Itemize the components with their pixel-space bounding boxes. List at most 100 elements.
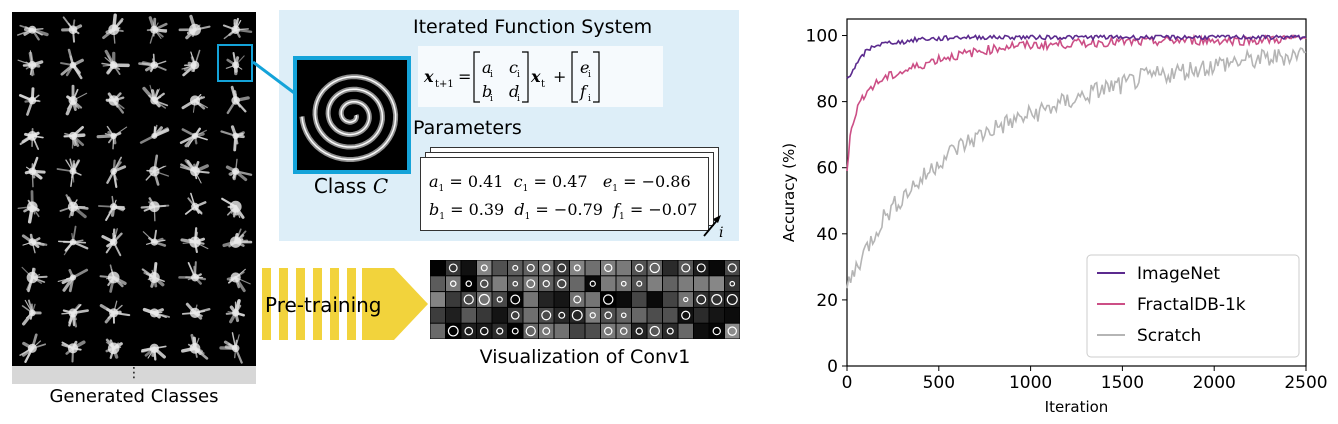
conv1-filter-visualization	[430, 260, 740, 339]
conv1-filter-tile	[617, 324, 632, 339]
conv1-filter-tile	[477, 308, 492, 323]
conv1-filter-tile	[431, 276, 446, 291]
conv1-filter-tile	[601, 324, 616, 339]
conv1-filter-tile	[632, 292, 647, 307]
params-row-2: b1 = 0.39 d1 = −0.79 f1 = −0.07	[429, 200, 697, 222]
fractal-thumbnail	[18, 51, 41, 75]
conv1-filter-tile	[648, 276, 663, 291]
fractal-thumbnail	[67, 86, 86, 113]
y-tick-label: 100	[806, 27, 838, 47]
fractal-thumbnail	[107, 94, 124, 113]
conv1-filter-tile	[539, 276, 554, 291]
conv1-filter-tile	[601, 261, 616, 276]
conv1-filter-tile	[617, 261, 632, 276]
fractal-thumbnail	[101, 265, 125, 291]
params-row-1: a1 = 0.41 c1 = 0.47 e1 = −0.86	[429, 172, 691, 194]
fractal-thumbnail	[142, 198, 169, 220]
conv1-filter-tile	[493, 324, 508, 339]
legend-label: Scratch	[1137, 326, 1201, 346]
fractal-thumbnail	[183, 95, 207, 113]
fractal-thumbnail	[59, 227, 88, 255]
conv1-filter-tile	[725, 261, 740, 276]
conv1-filter-tile	[431, 261, 446, 276]
fractal-thumbnail	[98, 127, 126, 149]
fractal-thumbnail	[181, 161, 209, 183]
fractal-thumbnail	[224, 229, 251, 248]
conv1-filter-tile	[632, 324, 647, 339]
conv1-filter-tile	[555, 276, 570, 291]
conv1-filter-tile	[570, 261, 585, 276]
conv1-filter-tile	[694, 261, 709, 276]
eq-lhs-sub: t+1	[435, 79, 454, 90]
conv1-filter-tile	[555, 308, 570, 323]
x-tick-label: 2500	[1284, 373, 1327, 393]
conv1-filter-tile	[725, 308, 740, 323]
conv1-filter-tile	[617, 292, 632, 307]
fractal-thumbnail	[222, 199, 243, 218]
fractal-thumbnail	[228, 269, 250, 290]
legend-label: FractalDB-1k	[1137, 295, 1246, 315]
conv1-filter-tile	[679, 292, 694, 307]
fractal-thumbnail	[224, 19, 251, 39]
svg-text:i: i	[490, 94, 493, 104]
fractal-thumbnail	[102, 51, 128, 74]
fractal-thumbnail	[183, 335, 207, 358]
fractal-thumbnail	[18, 26, 47, 40]
conv1-filter-tile	[663, 276, 678, 291]
conv1-filter-tile	[617, 308, 632, 323]
fractal-thumbnail	[103, 229, 122, 255]
conv1-filter-tile	[679, 324, 694, 339]
series-line-fractaldb-1k	[847, 36, 1306, 172]
fractal-thumbnail	[23, 300, 41, 323]
fractal-thumbnail	[61, 50, 82, 78]
class-fractal-image	[293, 56, 411, 174]
conv1-filter-tile	[570, 292, 585, 307]
fractal-thumbnail	[140, 54, 166, 71]
x-tick-label: 1000	[1009, 373, 1052, 393]
conv1-filter-tile	[493, 261, 508, 276]
fractal-thumbnail	[26, 158, 44, 187]
svg-text:i: i	[490, 70, 493, 80]
conv1-filter-tile	[493, 308, 508, 323]
conv1-filter-tile	[632, 276, 647, 291]
fractal-thumbnail	[221, 127, 243, 150]
fractal-thumbnail	[107, 158, 124, 187]
fractal-thumbnail	[142, 344, 166, 360]
grid-continuation-bar: ⋮	[12, 366, 256, 384]
conv1-filter-tile	[663, 308, 678, 323]
fractal-thumbnail	[57, 159, 80, 186]
fractal-thumbnail	[227, 159, 251, 179]
conv1-filter-tile	[663, 261, 678, 276]
fractal-thumbnail	[99, 197, 124, 220]
conv1-filter-tile	[446, 276, 461, 291]
fractal-thumbnail	[106, 340, 121, 358]
series-line-scratch	[847, 48, 1306, 288]
svg-text:x: x	[530, 67, 541, 86]
conv1-filter-tile	[694, 308, 709, 323]
conv1-filter-tile	[462, 308, 477, 323]
conv1-filter-tile	[446, 292, 461, 307]
conv1-filter-tile	[710, 324, 725, 339]
legend-label: ImageNet	[1137, 264, 1220, 284]
x-axis-label: Iteration	[1045, 398, 1109, 416]
pretraining-label: Pre-training	[265, 293, 382, 317]
conv1-filter-tile	[539, 261, 554, 276]
y-tick-label: 40	[816, 225, 838, 245]
svg-text:i: i	[588, 70, 591, 80]
conv1-filter-tile	[462, 276, 477, 291]
conv1-filter-tile	[462, 261, 477, 276]
conv1-filter-tile	[694, 276, 709, 291]
conv1-filter-tile	[632, 308, 647, 323]
conv1-filter-tile	[508, 308, 523, 323]
conv1-filter-tile	[524, 261, 539, 276]
fractal-thumbnail	[143, 231, 165, 246]
conv1-filter-tile	[570, 324, 585, 339]
parameters-title: Parameters	[413, 117, 522, 139]
fractal-thumbnail	[144, 85, 167, 108]
fractal-thumbnail	[60, 195, 87, 217]
fractal-thumbnail	[141, 126, 168, 143]
conv1-filter-tile	[679, 261, 694, 276]
conv1-filter-tile	[710, 308, 725, 323]
conv1-caption: Visualization of Conv1	[430, 346, 740, 368]
